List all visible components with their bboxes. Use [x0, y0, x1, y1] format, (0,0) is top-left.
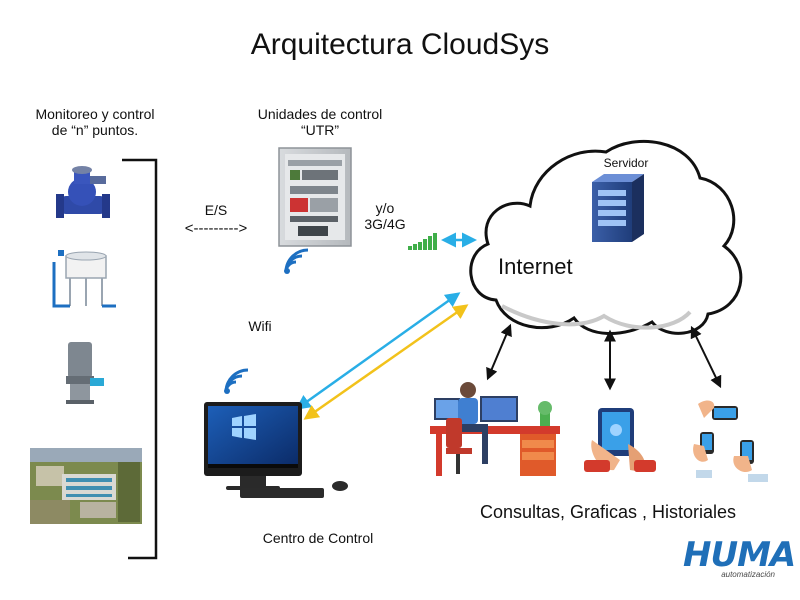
internet-label: Internet	[498, 254, 573, 279]
plant-photo	[30, 448, 142, 524]
huma-logo: HUMA automatización	[683, 535, 796, 579]
pump-icon	[66, 342, 104, 404]
control-center-label: Centro de Control	[262, 530, 374, 546]
cabinet-wifi-icon	[284, 248, 309, 274]
cloud-phone-arrow	[690, 325, 722, 389]
utr-label-line2: “UTR”	[300, 122, 340, 138]
monitoring-label-line1: Monitoreo y control	[35, 106, 155, 122]
smartphones-icon	[693, 400, 768, 482]
link-label: y/o 3G/4G	[355, 200, 415, 232]
consult-label: Consultas, Graficas , Historiales	[479, 502, 737, 522]
monitoring-label-line2: de “n” puntos.	[51, 122, 139, 138]
wifi-label: Wifi	[248, 318, 272, 334]
control-cabinet-icon	[278, 147, 352, 247]
monitoring-label: Monitoreo y control de “n” puntos.	[10, 106, 180, 138]
utr-label: Unidades de control “UTR”	[225, 106, 415, 138]
server-icon	[592, 174, 644, 242]
valve-icon	[56, 166, 110, 218]
workstation-icon	[430, 382, 560, 476]
link-label-line2: 3G/4G	[364, 216, 406, 232]
link-label-line1: y/o	[375, 200, 395, 216]
tablet-icon	[584, 408, 656, 472]
logo-tagline: automatización	[721, 570, 775, 579]
desktop-computer-icon	[204, 402, 348, 498]
pc-wifi-icon	[224, 368, 249, 394]
pc-cloud-arrow-cyan	[295, 292, 461, 410]
water-tank-icon	[52, 250, 116, 308]
pc-cloud-arrow-yellow	[303, 304, 469, 420]
logo-name: HUMA	[683, 535, 796, 575]
points-bracket	[122, 158, 158, 560]
io-arrow: <--------->	[184, 220, 248, 237]
utr-label-line1: Unidades de control	[257, 106, 383, 122]
cloud-desk-arrow	[486, 323, 512, 381]
io-label: E/S	[204, 202, 228, 218]
cellular-signal-icon	[408, 233, 437, 250]
diagram-title: Arquitectura CloudSys	[250, 28, 550, 61]
server-label: Servidor	[603, 156, 649, 170]
